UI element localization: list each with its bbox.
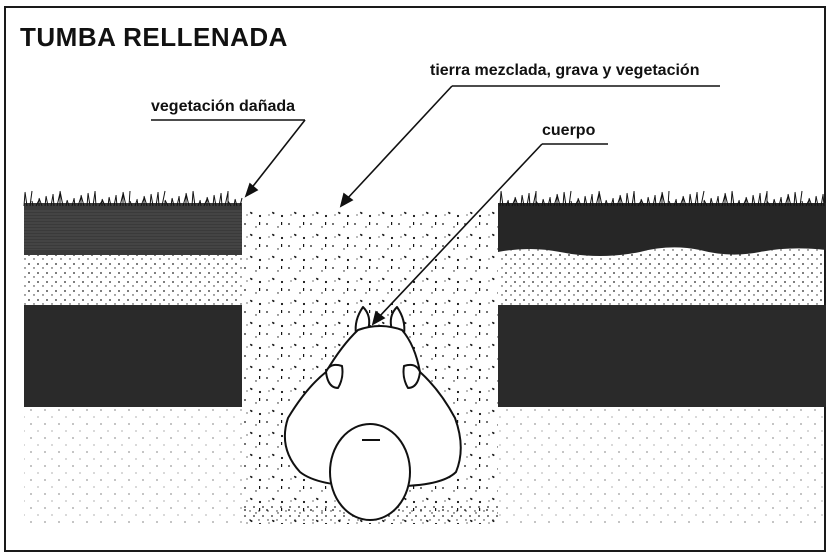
dark-layer-right — [498, 305, 826, 407]
sand-layer-left — [24, 255, 242, 305]
left-ground — [24, 203, 242, 527]
grass-surface — [24, 191, 824, 206]
right-ground — [498, 203, 826, 527]
sand-layer-right — [498, 247, 826, 305]
dark-layer-left — [24, 305, 242, 407]
arrow-damaged-vegetation — [246, 184, 257, 196]
leader-mixed-fill — [346, 86, 452, 200]
leader-damaged-vegetation — [250, 120, 305, 190]
subsoil-layer-right — [498, 407, 826, 527]
topsoil-texture-left — [24, 210, 242, 250]
subsoil-layer-left — [24, 407, 242, 527]
head — [330, 424, 410, 520]
